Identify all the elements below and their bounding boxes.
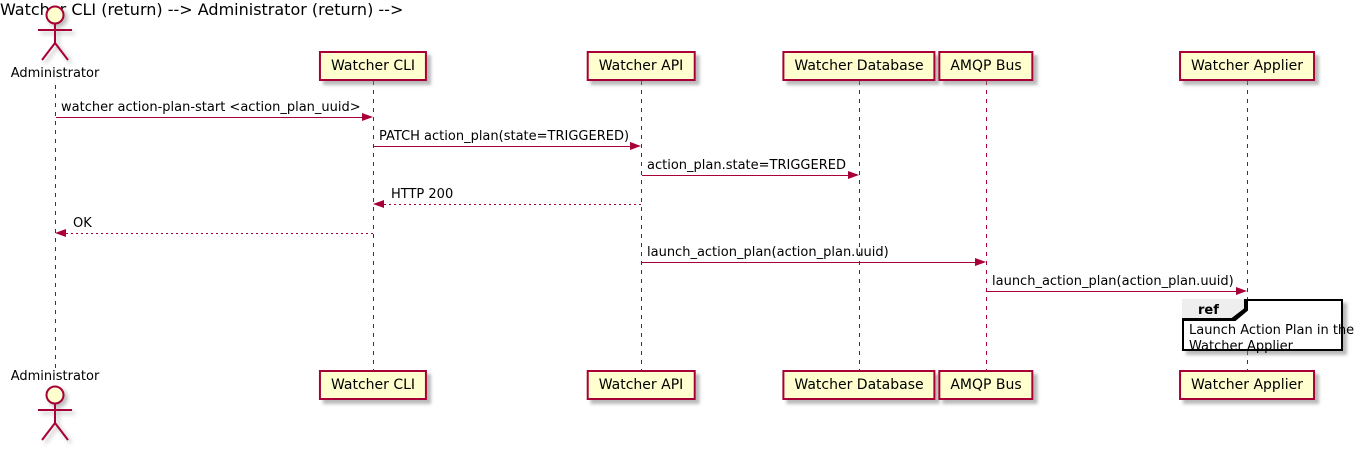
message-6-line (642, 262, 977, 263)
ref-fragment: ref Launch Action Plan in the Watcher Ap… (1182, 299, 1354, 354)
message-7-label: launch_action_plan(action_plan.uuid) (992, 274, 1234, 289)
lifeline-watcher-api (641, 81, 642, 370)
message-3-label: action_plan.state=TRIGGERED (647, 158, 846, 173)
participant-box-watcher-applier-top: Watcher Applier (1179, 51, 1315, 81)
message-1-line (56, 117, 363, 118)
participant-box-amqp-bus-bottom: AMQP Bus (938, 370, 1034, 400)
message-2-line (374, 146, 632, 147)
message-6-arrowhead-icon (975, 258, 986, 266)
ref-tab-inner (1182, 299, 1244, 318)
actor-label-administrator-bottom: Administrator (10, 369, 100, 384)
message-5-label: OK (73, 216, 92, 231)
message-7-line (987, 291, 1237, 292)
message-2-label: PATCH action_plan(state=TRIGGERED) (379, 129, 630, 144)
message-7-arrowhead-icon (1236, 287, 1247, 295)
participant-box-watcher-api-top: Watcher API (586, 51, 696, 81)
message-3-line (642, 175, 850, 176)
message-2-arrowhead-icon (630, 142, 641, 150)
ref-tab (1182, 299, 1248, 321)
message-4-arrowhead-icon (373, 200, 384, 208)
participant-box-watcher-database-top: Watcher Database (782, 51, 936, 81)
actor-icon-bottom (38, 385, 72, 441)
participant-box-watcher-cli-top: Watcher CLI (318, 51, 428, 81)
message-1-label: watcher action-plan-start <action_plan_u… (61, 100, 361, 115)
actor-icon (38, 5, 72, 61)
participant-box-watcher-cli-bottom: Watcher CLI (318, 370, 428, 400)
participant-box-watcher-applier-bottom: Watcher Applier (1179, 370, 1315, 400)
message-3-arrowhead-icon (848, 171, 859, 179)
participant-box-amqp-bus-top: AMQP Bus (938, 51, 1034, 81)
message-5-line (66, 233, 373, 234)
lifeline-watcher-database (859, 81, 860, 370)
message-6-label: launch_action_plan(action_plan.uuid) (647, 245, 889, 260)
message-4-label: HTTP 200 (391, 187, 454, 202)
participant-box-watcher-database-bottom: Watcher Database (782, 370, 936, 400)
ref-text-line-2: Watcher Applier (1189, 339, 1293, 354)
lifeline-administrator (55, 85, 56, 370)
message-5-arrowhead-icon (55, 229, 66, 237)
lifeline-watcher-cli (373, 81, 374, 370)
ref-keyword: ref (1198, 303, 1219, 318)
ref-text-line-1: Launch Action Plan in the (1189, 323, 1355, 338)
lifeline-amqp-bus (986, 81, 987, 370)
lifeline-watcher-applier (1247, 81, 1248, 370)
message-4-line (384, 204, 641, 205)
actor-label-administrator-top: Administrator (10, 66, 100, 81)
participant-box-watcher-api-bottom: Watcher API (586, 370, 696, 400)
message-1-arrowhead-icon (362, 113, 373, 121)
